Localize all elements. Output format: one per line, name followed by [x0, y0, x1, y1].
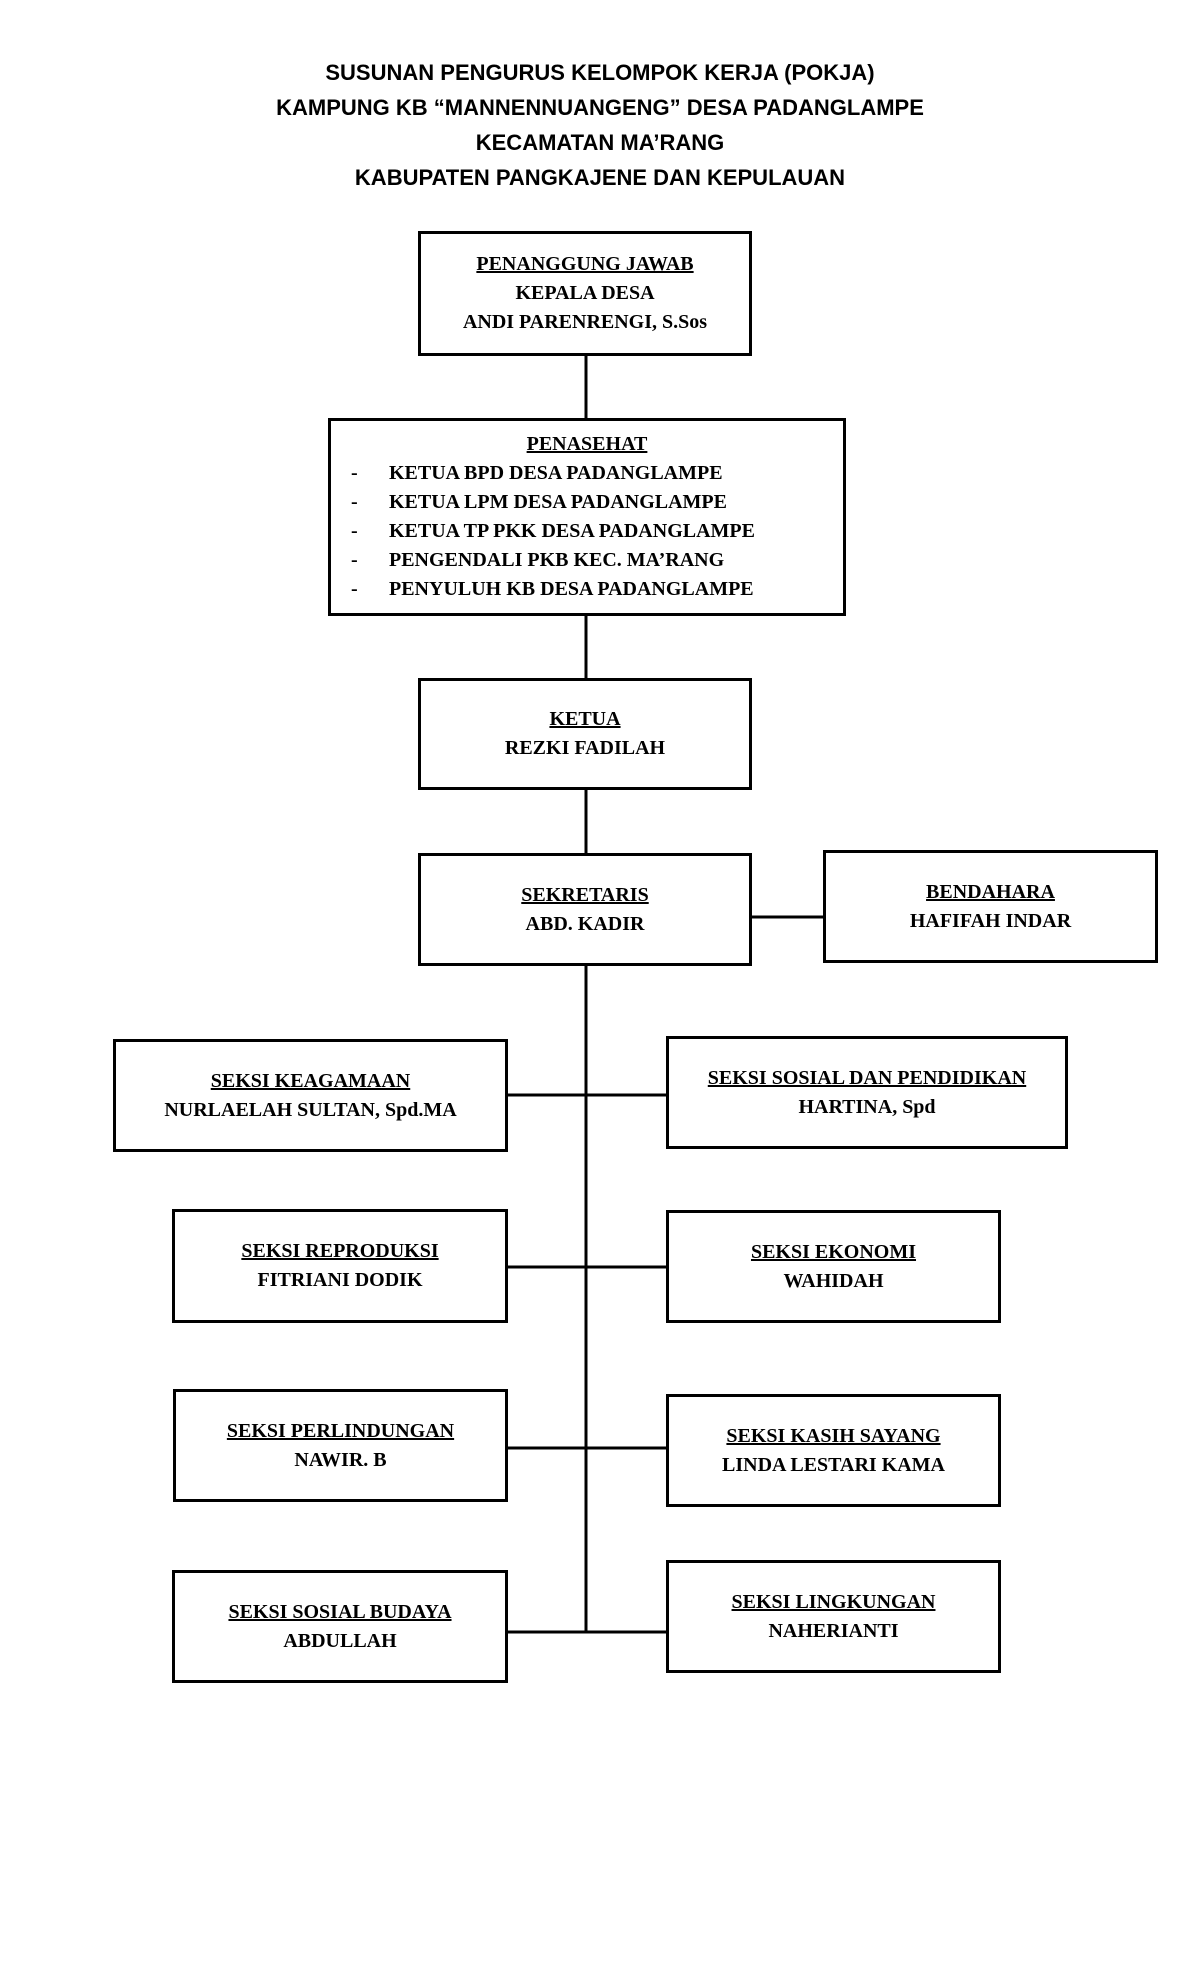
seksi-reproduksi-name: FITRIANI DODIK	[257, 1269, 423, 1291]
seksi-lingkungan-name: NAHERIANTI	[768, 1619, 899, 1642]
seksi-sosial-budaya-title: SEKSI SOSIAL BUDAYA	[228, 1600, 452, 1623]
penasehat-item: -PENGENDALI PKB KEC. MA’RANG	[351, 549, 725, 571]
bendahara-title: BENDAHARA	[926, 880, 1055, 903]
header-line-2: KAMPUNG KB “MANNENNUANGENG” DESA PADANGL…	[276, 95, 924, 120]
penanggung-jawab-box: PENANGGUNG JAWAB KEPALA DESA ANDI PARENR…	[418, 231, 752, 356]
seksi-ekonomi-name: WAHIDAH	[783, 1269, 884, 1292]
penanggung-jawab-role: KEPALA DESA	[515, 282, 655, 304]
seksi-keagamaan-title: SEKSI KEAGAMAAN	[210, 1069, 411, 1092]
seksi-sosial-budaya-box: SEKSI SOSIAL BUDAYA ABDULLAH	[172, 1570, 508, 1683]
seksi-lingkungan-box: SEKSI LINGKUNGAN NAHERIANTI	[666, 1560, 1001, 1673]
seksi-keagamaan-box: SEKSI KEAGAMAAN NURLAELAH SULTAN, Spd.MA	[113, 1039, 508, 1152]
chart-header: SUSUNAN PENGURUS KELOMPOK KERJA (POKJA) …	[0, 55, 1200, 195]
header-line-1: SUSUNAN PENGURUS KELOMPOK KERJA (POKJA)	[325, 60, 875, 85]
ketua-title: KETUA	[549, 708, 621, 730]
header-line-3: KECAMATAN MA’RANG	[475, 130, 725, 155]
ketua-box: KETUA REZKI FADILAH	[418, 678, 752, 790]
seksi-reproduksi-title: SEKSI REPRODUKSI	[241, 1240, 439, 1262]
seksi-kasih-sayang-title: SEKSI KASIH SAYANG	[726, 1424, 941, 1447]
bendahara-name: HAFIFAH INDAR	[909, 909, 1072, 932]
penasehat-box: PENASEHAT -KETUA BPD DESA PADANGLAMPE -K…	[328, 418, 846, 616]
penasehat-item: -KETUA TP PKK DESA PADANGLAMPE	[351, 520, 755, 542]
penasehat-item: -KETUA LPM DESA PADANGLAMPE	[351, 491, 727, 513]
seksi-reproduksi-box: SEKSI REPRODUKSI FITRIANI DODIK	[172, 1209, 508, 1323]
penasehat-list: -KETUA BPD DESA PADANGLAMPE -KETUA LPM D…	[331, 459, 843, 604]
seksi-sosial-pendidikan-name: HARTINA, Spd	[798, 1095, 936, 1118]
seksi-kasih-sayang-name: LINDA LESTARI KAMA	[722, 1453, 945, 1476]
penanggung-jawab-title: PENANGGUNG JAWAB	[476, 253, 694, 275]
header-line-4: KABUPATEN PANGKAJENE DAN KEPULAUAN	[354, 165, 846, 190]
sekretaris-box: SEKRETARIS ABD. KADIR	[418, 853, 752, 966]
ketua-name: REZKI FADILAH	[504, 737, 666, 759]
seksi-sosial-pendidikan-title: SEKSI SOSIAL DAN PENDIDIKAN	[707, 1066, 1027, 1089]
seksi-kasih-sayang-box: SEKSI KASIH SAYANG LINDA LESTARI KAMA	[666, 1394, 1001, 1507]
penasehat-item: -PENYULUH KB DESA PADANGLAMPE	[351, 578, 754, 600]
sekretaris-name: ABD. KADIR	[525, 912, 645, 935]
bendahara-box: BENDAHARA HAFIFAH INDAR	[823, 850, 1158, 963]
seksi-perlindungan-title: SEKSI PERLINDUNGAN	[226, 1419, 455, 1442]
seksi-sosial-pendidikan-box: SEKSI SOSIAL DAN PENDIDIKAN HARTINA, Spd	[666, 1036, 1068, 1149]
seksi-ekonomi-title: SEKSI EKONOMI	[750, 1240, 917, 1263]
seksi-perlindungan-box: SEKSI PERLINDUNGAN NAWIR. B	[173, 1389, 508, 1502]
penasehat-title: PENASEHAT	[526, 433, 648, 455]
sekretaris-title: SEKRETARIS	[521, 883, 649, 906]
penanggung-jawab-name: ANDI PARENRENGI, S.Sos	[462, 311, 708, 333]
penasehat-item: -KETUA BPD DESA PADANGLAMPE	[351, 462, 723, 484]
seksi-lingkungan-title: SEKSI LINGKUNGAN	[731, 1590, 936, 1613]
seksi-ekonomi-box: SEKSI EKONOMI WAHIDAH	[666, 1210, 1001, 1323]
seksi-keagamaan-name: NURLAELAH SULTAN, Spd.MA	[164, 1098, 457, 1121]
seksi-sosial-budaya-name: ABDULLAH	[283, 1629, 397, 1652]
seksi-perlindungan-name: NAWIR. B	[294, 1448, 387, 1471]
